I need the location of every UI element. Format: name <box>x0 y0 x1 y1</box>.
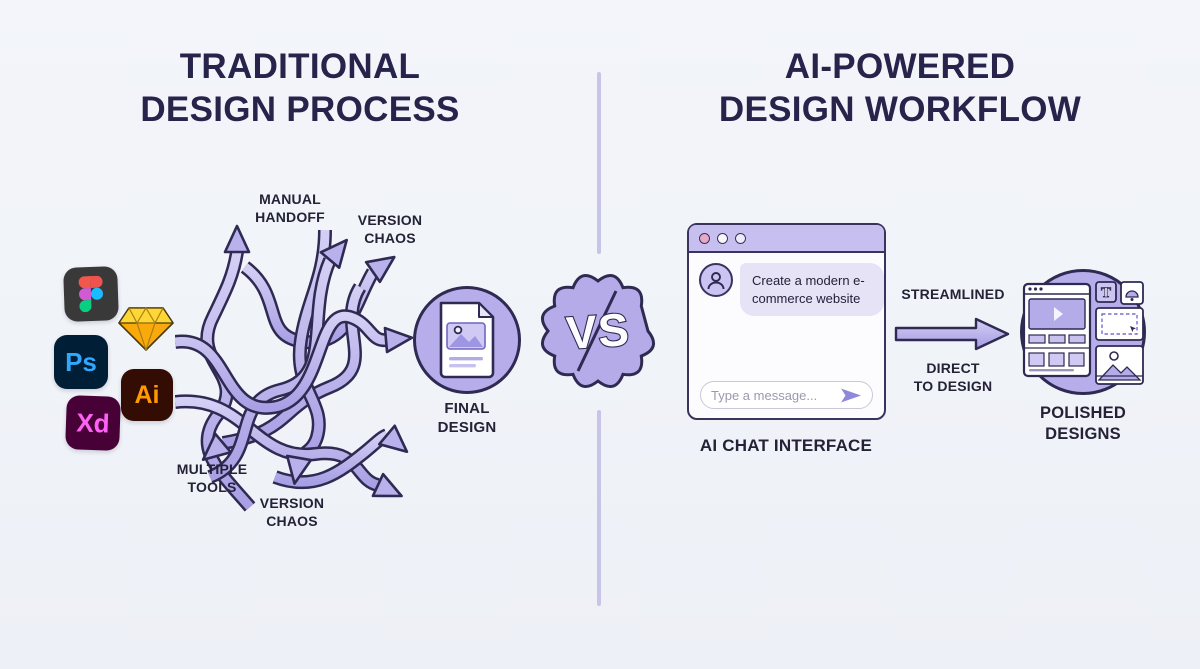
image-placeholder-icon <box>1095 345 1144 385</box>
illustrator-label: Ai <box>134 380 160 409</box>
sketch-icon <box>118 306 174 351</box>
chat-input-placeholder: Type a message... <box>711 387 818 403</box>
vs-slash <box>576 290 618 372</box>
play-icon[interactable] <box>1054 307 1063 321</box>
photoshop-label: Ps <box>65 346 97 377</box>
label-ai-chat-interface: AI CHAT INTERFACE <box>699 436 873 455</box>
person-icon <box>707 272 725 290</box>
divider-line-top <box>597 72 601 254</box>
ai-chat-window: Create a modern e-commerce website Type … <box>687 223 886 420</box>
final-design-document-icon <box>439 301 495 379</box>
photoshop-tile: Ps <box>54 335 108 389</box>
window-dot-3[interactable] <box>735 232 746 244</box>
left-title: TRADITIONAL DESIGN PROCESS <box>140 47 460 129</box>
xd-tile: Xd <box>65 395 121 451</box>
figma-tile <box>63 266 119 322</box>
window-dot-2[interactable] <box>717 232 728 244</box>
label-streamlined: STREAMLINED <box>901 286 1005 302</box>
chat-titlebar <box>689 225 884 253</box>
figma-icon <box>78 275 103 313</box>
user-avatar <box>699 263 733 297</box>
xd-label: Xd <box>75 406 111 439</box>
bell-tool-icon[interactable] <box>1120 281 1144 305</box>
right-title: AI-POWERED DESIGN WORKFLOW <box>718 47 1082 129</box>
vs-label: VS <box>565 303 632 359</box>
selection-tool-icon[interactable] <box>1095 307 1144 341</box>
chat-body: Create a modern e-commerce website Type … <box>689 253 884 420</box>
text-tool-icon[interactable]: T <box>1101 285 1112 302</box>
straight-arrow <box>894 317 1010 351</box>
chat-message-row: Create a modern e-commerce website <box>699 263 884 317</box>
final-design-circle <box>413 286 521 394</box>
vs-badge: VS <box>540 273 656 389</box>
chat-input[interactable]: Type a message... <box>700 381 873 409</box>
window-dot-1[interactable] <box>699 232 710 244</box>
send-icon[interactable] <box>840 388 862 403</box>
chat-message-bubble: Create a modern e-commerce website <box>740 263 884 317</box>
tangled-arrows <box>175 224 414 512</box>
design-mockup: T <box>1022 281 1144 385</box>
divider-line-bottom <box>597 410 601 606</box>
illustrator-tile: Ai <box>121 369 173 421</box>
